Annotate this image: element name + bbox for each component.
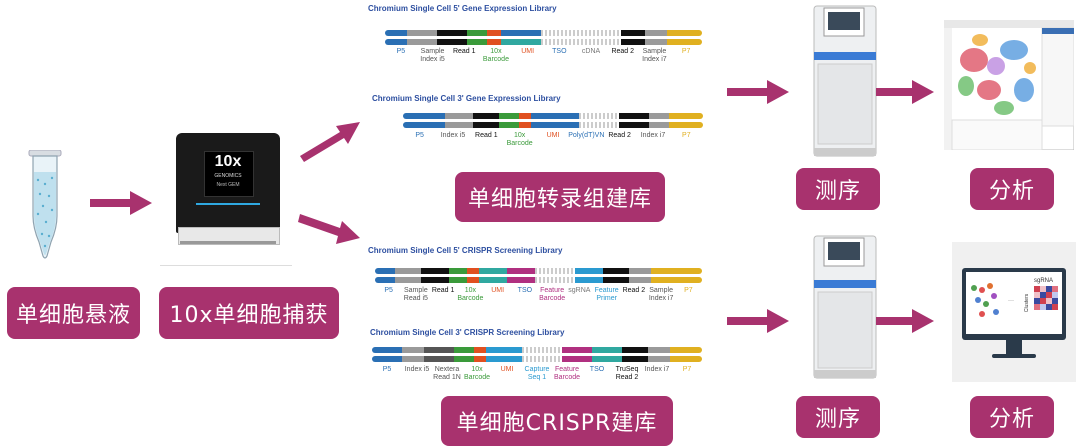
segment-label: TruSeq Read 2 xyxy=(615,366,639,381)
arrow-up-right-icon xyxy=(300,122,360,162)
segment-label: Feature Primer xyxy=(594,287,619,302)
step-capture: 10x单细胞捕获 xyxy=(159,287,339,339)
device-logo: 10x xyxy=(214,153,242,170)
segment-label: Read 1 xyxy=(452,48,476,55)
segment-label: P5 xyxy=(382,366,392,373)
segment-label: Sample Index i7 xyxy=(642,48,667,63)
step-sequencing-2: 测序 xyxy=(796,396,880,438)
segment-label: UMI xyxy=(521,48,535,55)
arrow-right-icon xyxy=(90,191,152,215)
loupe-browser-screenshot xyxy=(944,20,1074,150)
segment-label: Read 2 xyxy=(622,287,646,294)
segment-label: UMI xyxy=(500,366,514,373)
library-labels-5p: P5 Sample Index i5 Read 1 10x Barcode UMI TSO… xyxy=(385,48,702,66)
segment-label: cDNA xyxy=(581,48,601,55)
arrow-right-icon xyxy=(876,80,934,104)
arrow-right-icon xyxy=(727,80,789,104)
svg-text:···: ··· xyxy=(1008,298,1014,304)
segment-label: Index i7 xyxy=(640,132,666,139)
segment-label: Read 2 xyxy=(608,132,631,139)
sgrna-label: sgRNA xyxy=(1034,278,1054,284)
clusters-label: Clusters xyxy=(1024,293,1031,313)
segment-label: Sample Index i5 xyxy=(420,48,445,63)
step-sequencing-1: 测序 xyxy=(796,168,880,210)
segment-label: TSO xyxy=(589,366,605,373)
segment-label: Sample Index i7 xyxy=(648,287,674,302)
segment-label: Capture Seq 1 xyxy=(524,366,550,381)
segment-label: Read 2 xyxy=(611,48,635,55)
segment-label: Sample Read i5 xyxy=(403,287,428,302)
library-bar-3p xyxy=(403,113,703,119)
chromium-device: 10x GENOMICS Next GEM xyxy=(176,133,280,246)
step-suspension: 单细胞悬液 xyxy=(7,287,140,339)
segment-label: 10x Barcode xyxy=(482,48,509,63)
segment-label: TSO xyxy=(552,48,567,55)
library-bar-crispr-5p xyxy=(375,268,702,274)
segment-label: Feature Barcode xyxy=(553,366,581,381)
segment-label: Nextera Read 1N xyxy=(433,366,461,381)
segment-label: P5 xyxy=(384,287,393,294)
library-title-3p: Chromium Single Cell 3' Gene Expression … xyxy=(372,94,561,103)
segment-label: 10x Barcode xyxy=(457,287,484,302)
sequencer-icon xyxy=(813,235,877,379)
library-title-5p: Chromium Single Cell 5' Gene Expression … xyxy=(368,4,557,13)
tube-icon xyxy=(28,150,62,259)
arrow-right-icon xyxy=(876,309,934,333)
segment-label: Read 1 xyxy=(431,287,455,294)
step-transcriptome-library: 单细胞转录组建库 xyxy=(455,172,665,222)
library-bar-crispr-3p xyxy=(372,347,702,353)
segment-label: P7 xyxy=(684,287,693,294)
library-title-crispr-3p: Chromium Single Cell 3' CRISPR Screening… xyxy=(370,328,565,337)
sequencer-icon xyxy=(813,5,877,157)
segment-label: Index i5 xyxy=(440,132,466,139)
segment-label: 10x Barcode xyxy=(506,132,533,147)
step-analysis-2: 分析 xyxy=(970,396,1054,438)
segment-label: P7 xyxy=(682,132,691,139)
segment-label: P7 xyxy=(681,48,691,55)
library-labels-3p: P5 Index i5 Read 1 10x Barcode UMI Poly(dT)VN… xyxy=(403,132,703,150)
segment-label: Feature Barcode xyxy=(539,287,566,302)
step-crispr-library: 单细胞CRISPR建库 xyxy=(441,396,673,446)
segment-label: 10x Barcode xyxy=(463,366,491,381)
segment-label: Read 1 xyxy=(475,132,498,139)
segment-label: UMI xyxy=(546,132,560,139)
segment-label: P5 xyxy=(396,48,406,55)
segment-label: sgRNA xyxy=(568,287,591,294)
segment-label: UMI xyxy=(491,287,505,294)
arrow-right-icon xyxy=(727,309,789,333)
segment-label: Index i7 xyxy=(644,366,670,373)
library-bar-5p xyxy=(385,30,702,36)
segment-label: P5 xyxy=(415,132,424,139)
library-title-crispr-5p: Chromium Single Cell 5' CRISPR Screening… xyxy=(368,246,563,255)
arrow-down-right-icon xyxy=(298,214,360,244)
monitor-heatmap-icon: ··· xyxy=(952,242,1076,382)
segment-label: Poly(dT)VN xyxy=(568,132,605,139)
segment-label: TSO xyxy=(517,287,533,294)
segment-label: P7 xyxy=(682,366,692,373)
step-analysis-1: 分析 xyxy=(970,168,1054,210)
segment-label: Index i5 xyxy=(404,366,430,373)
